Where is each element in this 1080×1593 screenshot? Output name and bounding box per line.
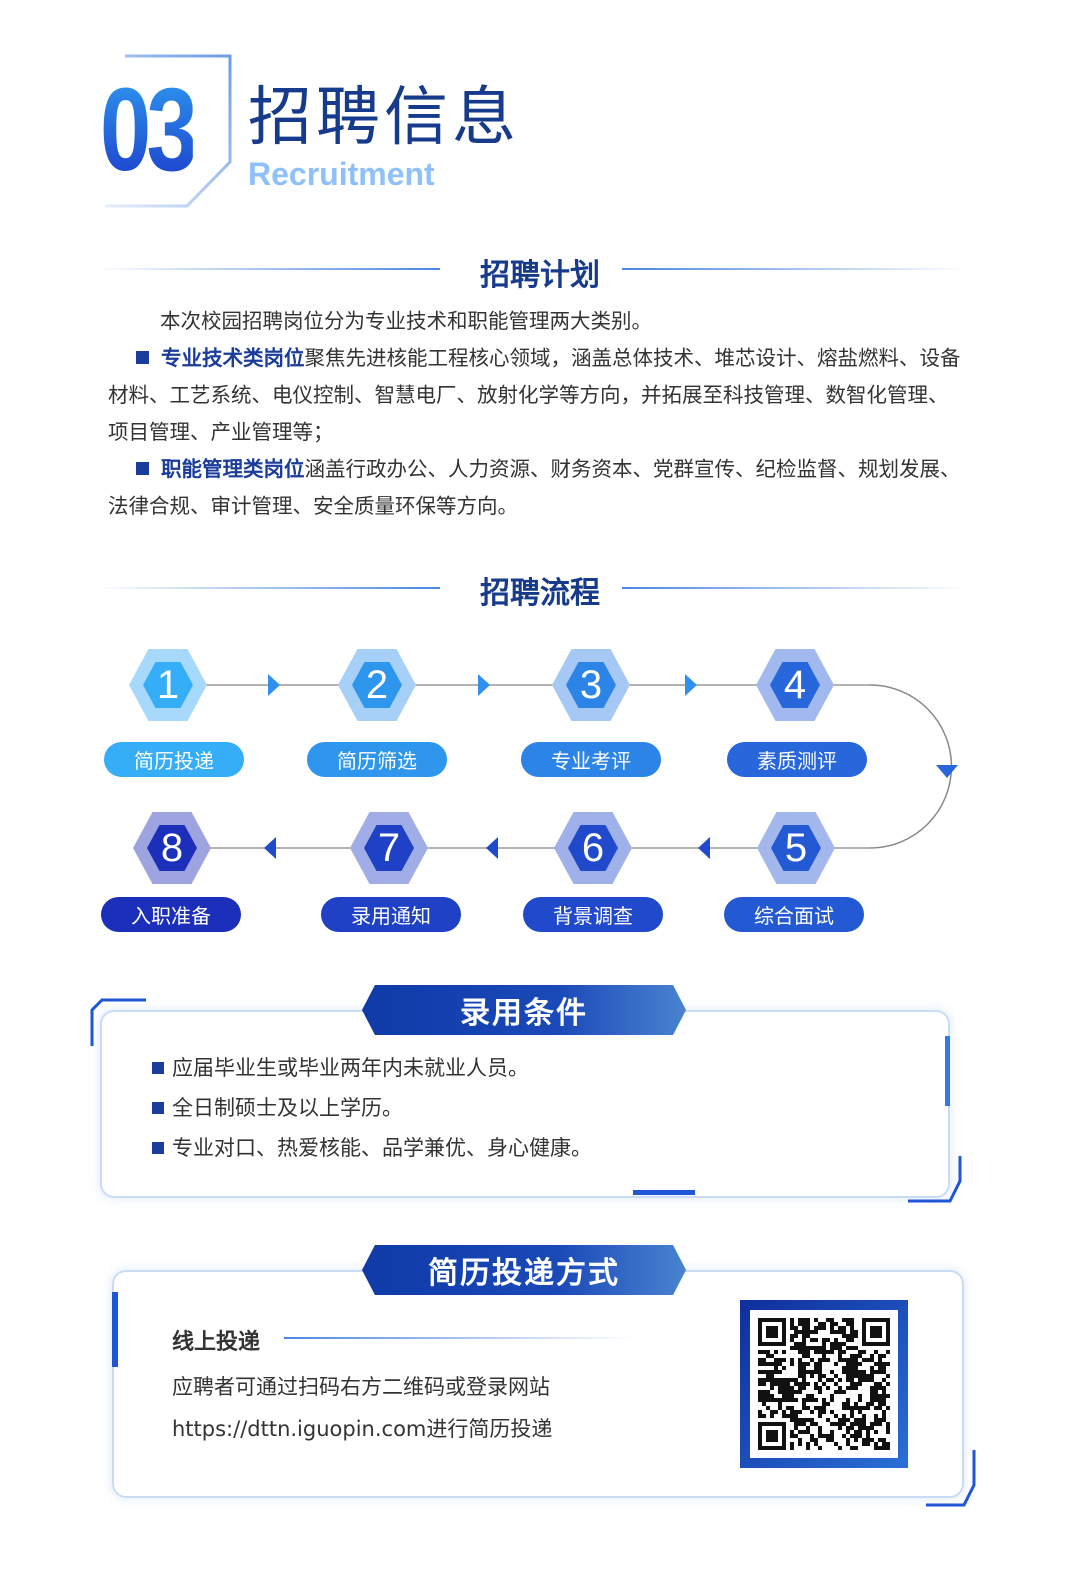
step-label: 简历筛选 [307, 742, 447, 777]
condition-item: 全日制硕士及以上学历。 [172, 1096, 403, 1120]
condition-item: 应届毕业生或毕业两年内未就业人员。 [172, 1056, 529, 1080]
page-subtitle: Recruitment [248, 156, 435, 192]
step-1-hexagon: 1 [129, 649, 207, 721]
step-number: 7 [364, 825, 414, 871]
bullet-icon [136, 351, 149, 364]
section-heading-process: 招聘流程 [480, 576, 600, 611]
step-7-hexagon: 7 [350, 812, 428, 884]
arrow-right-icon [268, 674, 280, 696]
arrow-right-icon [685, 674, 697, 696]
plan-intro: 本次校园招聘岗位分为专业技术和职能管理两大类别。 [160, 309, 652, 333]
tech-text: 聚焦先进核能工程核心领域，涵盖总体技术、堆芯设计、熔盐燃料、设备材料、工艺系统、… [108, 346, 961, 444]
step-6-hexagon: 6 [554, 812, 632, 884]
section-heading-conditions: 录用条件 [362, 985, 686, 1035]
divider [284, 1337, 634, 1339]
mgmt-label: 职能管理类岗位 [161, 457, 305, 481]
step-label: 综合面试 [724, 897, 864, 932]
step-number: 6 [568, 825, 618, 871]
step-5-hexagon: 5 [757, 812, 835, 884]
online-label: 线上投递 [172, 1330, 261, 1355]
divider [95, 587, 440, 589]
section-number: 03 [100, 64, 198, 196]
box-corner-decor [90, 998, 962, 1203]
step-number: 2 [352, 662, 402, 708]
step-3-hexagon: 3 [552, 649, 630, 721]
qr-code[interactable] [740, 1300, 908, 1468]
step-number: 3 [566, 662, 616, 708]
bullet-icon [136, 462, 149, 475]
divider [622, 268, 967, 270]
condition-item: 专业对口、热爱核能、品学兼优、身心健康。 [172, 1136, 592, 1160]
submit-url[interactable]: https://dttn.iguopin.com进行简历投递 [172, 1417, 553, 1441]
bullet-icon [152, 1142, 164, 1154]
arrow-left-icon [698, 837, 710, 859]
conditions-list: 应届毕业生或毕业两年内未就业人员。 全日制硕士及以上学历。 专业对口、热爱核能、… [152, 1052, 592, 1172]
arrow-left-icon [486, 837, 498, 859]
qr-code-pattern [758, 1318, 890, 1450]
number-frame [105, 54, 232, 208]
step-label: 录用通知 [321, 897, 461, 932]
divider [622, 587, 967, 589]
divider [95, 268, 440, 270]
step-label: 背景调查 [523, 897, 663, 932]
section-heading-plan: 招聘计划 [480, 258, 600, 293]
step-8-hexagon: 8 [133, 812, 211, 884]
step-label: 简历投递 [104, 742, 244, 777]
step-label: 素质测评 [727, 742, 867, 777]
arrow-right-icon [478, 674, 490, 696]
step-label: 专业考评 [521, 742, 661, 777]
mgmt-text: 涵盖行政办公、人力资源、财务资本、党群宣传、纪检监督、规划发展、法律合规、审计管… [108, 457, 961, 518]
process-connectors [168, 674, 958, 859]
step-label: 入职准备 [101, 897, 241, 932]
box-corner-decor [112, 1292, 976, 1507]
plan-body: 本次校园招聘岗位分为专业技术和职能管理两大类别。 专业技术类岗位聚焦先进核能工程… [108, 303, 968, 525]
arrow-left-icon [264, 837, 276, 859]
step-number: 1 [143, 662, 193, 708]
section-heading-submit: 简历投递方式 [362, 1245, 686, 1295]
tech-label: 专业技术类岗位 [161, 346, 305, 370]
step-2-hexagon: 2 [338, 649, 416, 721]
step-number: 5 [771, 825, 821, 871]
step-number: 8 [147, 825, 197, 871]
arrow-down-icon [936, 765, 958, 778]
bullet-icon [152, 1102, 164, 1114]
submit-instructions: 应聘者可通过扫码右方二维码或登录网站 [172, 1375, 550, 1399]
bullet-icon [152, 1062, 164, 1074]
step-number: 4 [770, 662, 820, 708]
step-4-hexagon: 4 [756, 649, 834, 721]
page-title: 招聘信息 [248, 81, 520, 155]
